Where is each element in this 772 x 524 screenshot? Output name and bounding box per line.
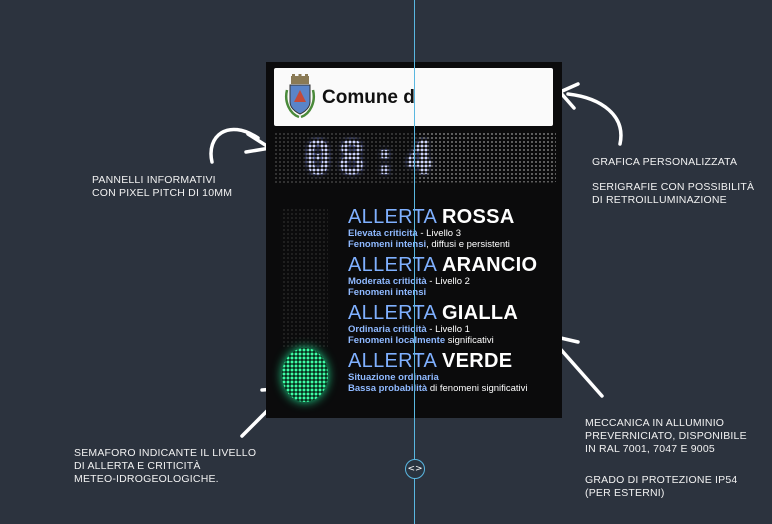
traffic-light-green xyxy=(282,348,328,402)
clock-digits: 08:4 xyxy=(304,132,439,184)
alert-phenomena-detail: significativi xyxy=(445,335,494,346)
alert-word: ALLERTA xyxy=(348,350,437,372)
alert-word: ALLERTA xyxy=(348,302,437,324)
alert-arancio: ALLERTA ARANCIO Moderata criticità - Liv… xyxy=(348,254,537,298)
caption-mechanics: MECCANICA IN ALLUMINIO PREVERNICIATO, DI… xyxy=(585,417,747,455)
alert-criticality: Situazione ordinaria xyxy=(348,372,439,383)
alert-gialla: ALLERTA GIALLA Ordinaria criticità - Liv… xyxy=(348,302,518,346)
alert-level: - Livello 3 xyxy=(417,228,462,239)
alert-word: ALLERTA xyxy=(348,254,437,276)
header-title: Comune d xyxy=(322,87,415,108)
alert-phenomena-detail: , diffusi e persistenti xyxy=(426,239,510,250)
alert-criticality: Moderata criticità xyxy=(348,276,427,287)
alert-criticality: Ordinaria criticità xyxy=(348,324,427,335)
caption-serigraphy: SERIGRAFIE CON POSSIBILITÀ DI RETROILLUM… xyxy=(592,181,755,206)
alert-level-name: ROSSA xyxy=(441,206,515,228)
alert-level: - Livello 2 xyxy=(426,276,470,287)
alert-phenomena: Fenomeni intensi xyxy=(348,239,427,250)
alert-criticality: Elevata criticità xyxy=(348,228,418,239)
compare-slider-line[interactable] xyxy=(414,0,415,524)
traffic-light-inactive xyxy=(282,208,328,348)
alert-level: - Livello 1 xyxy=(426,324,470,335)
alert-rossa: ALLERTA ROSSA Elevata criticità - Livell… xyxy=(348,206,515,250)
header-right-half xyxy=(415,68,553,126)
alert-level-name: GIALLA xyxy=(441,302,519,324)
caption-custom-graphics: GRAFICA PERSONALIZZATA xyxy=(592,156,738,168)
coat-of-arms-icon xyxy=(285,74,315,119)
alert-phenomena-detail: di fenomeni significativi xyxy=(427,383,528,394)
alert-word: ALLERTA xyxy=(348,206,437,228)
alert-verde: ALLERTA VERDE Situazione ordinaria Bassa… xyxy=(348,350,528,394)
alert-level-name: VERDE xyxy=(441,350,513,372)
caption-traffic-light: SEMAFORO INDICANTE IL LIVELLO DI ALLERTA… xyxy=(74,447,257,485)
traffic-light xyxy=(282,208,328,408)
alert-phenomena: Bassa probabilità xyxy=(348,383,428,394)
alert-phenomena: Fenomeni intensi xyxy=(348,287,427,298)
caption-protection-grade: GRADO DI PROTEZIONE IP54 (PER ESTERNI) xyxy=(585,474,738,499)
curved-arrow-icon xyxy=(558,82,623,146)
alert-level-name: ARANCIO xyxy=(441,254,538,276)
alert-phenomena: Fenomeni localmente xyxy=(348,335,446,346)
compare-handle-icon[interactable]: <> xyxy=(405,459,425,479)
caption-pixel-pitch: PANNELLI INFORMATIVI CON PIXEL PITCH DI … xyxy=(92,174,233,199)
led-matrix-right xyxy=(418,132,556,182)
